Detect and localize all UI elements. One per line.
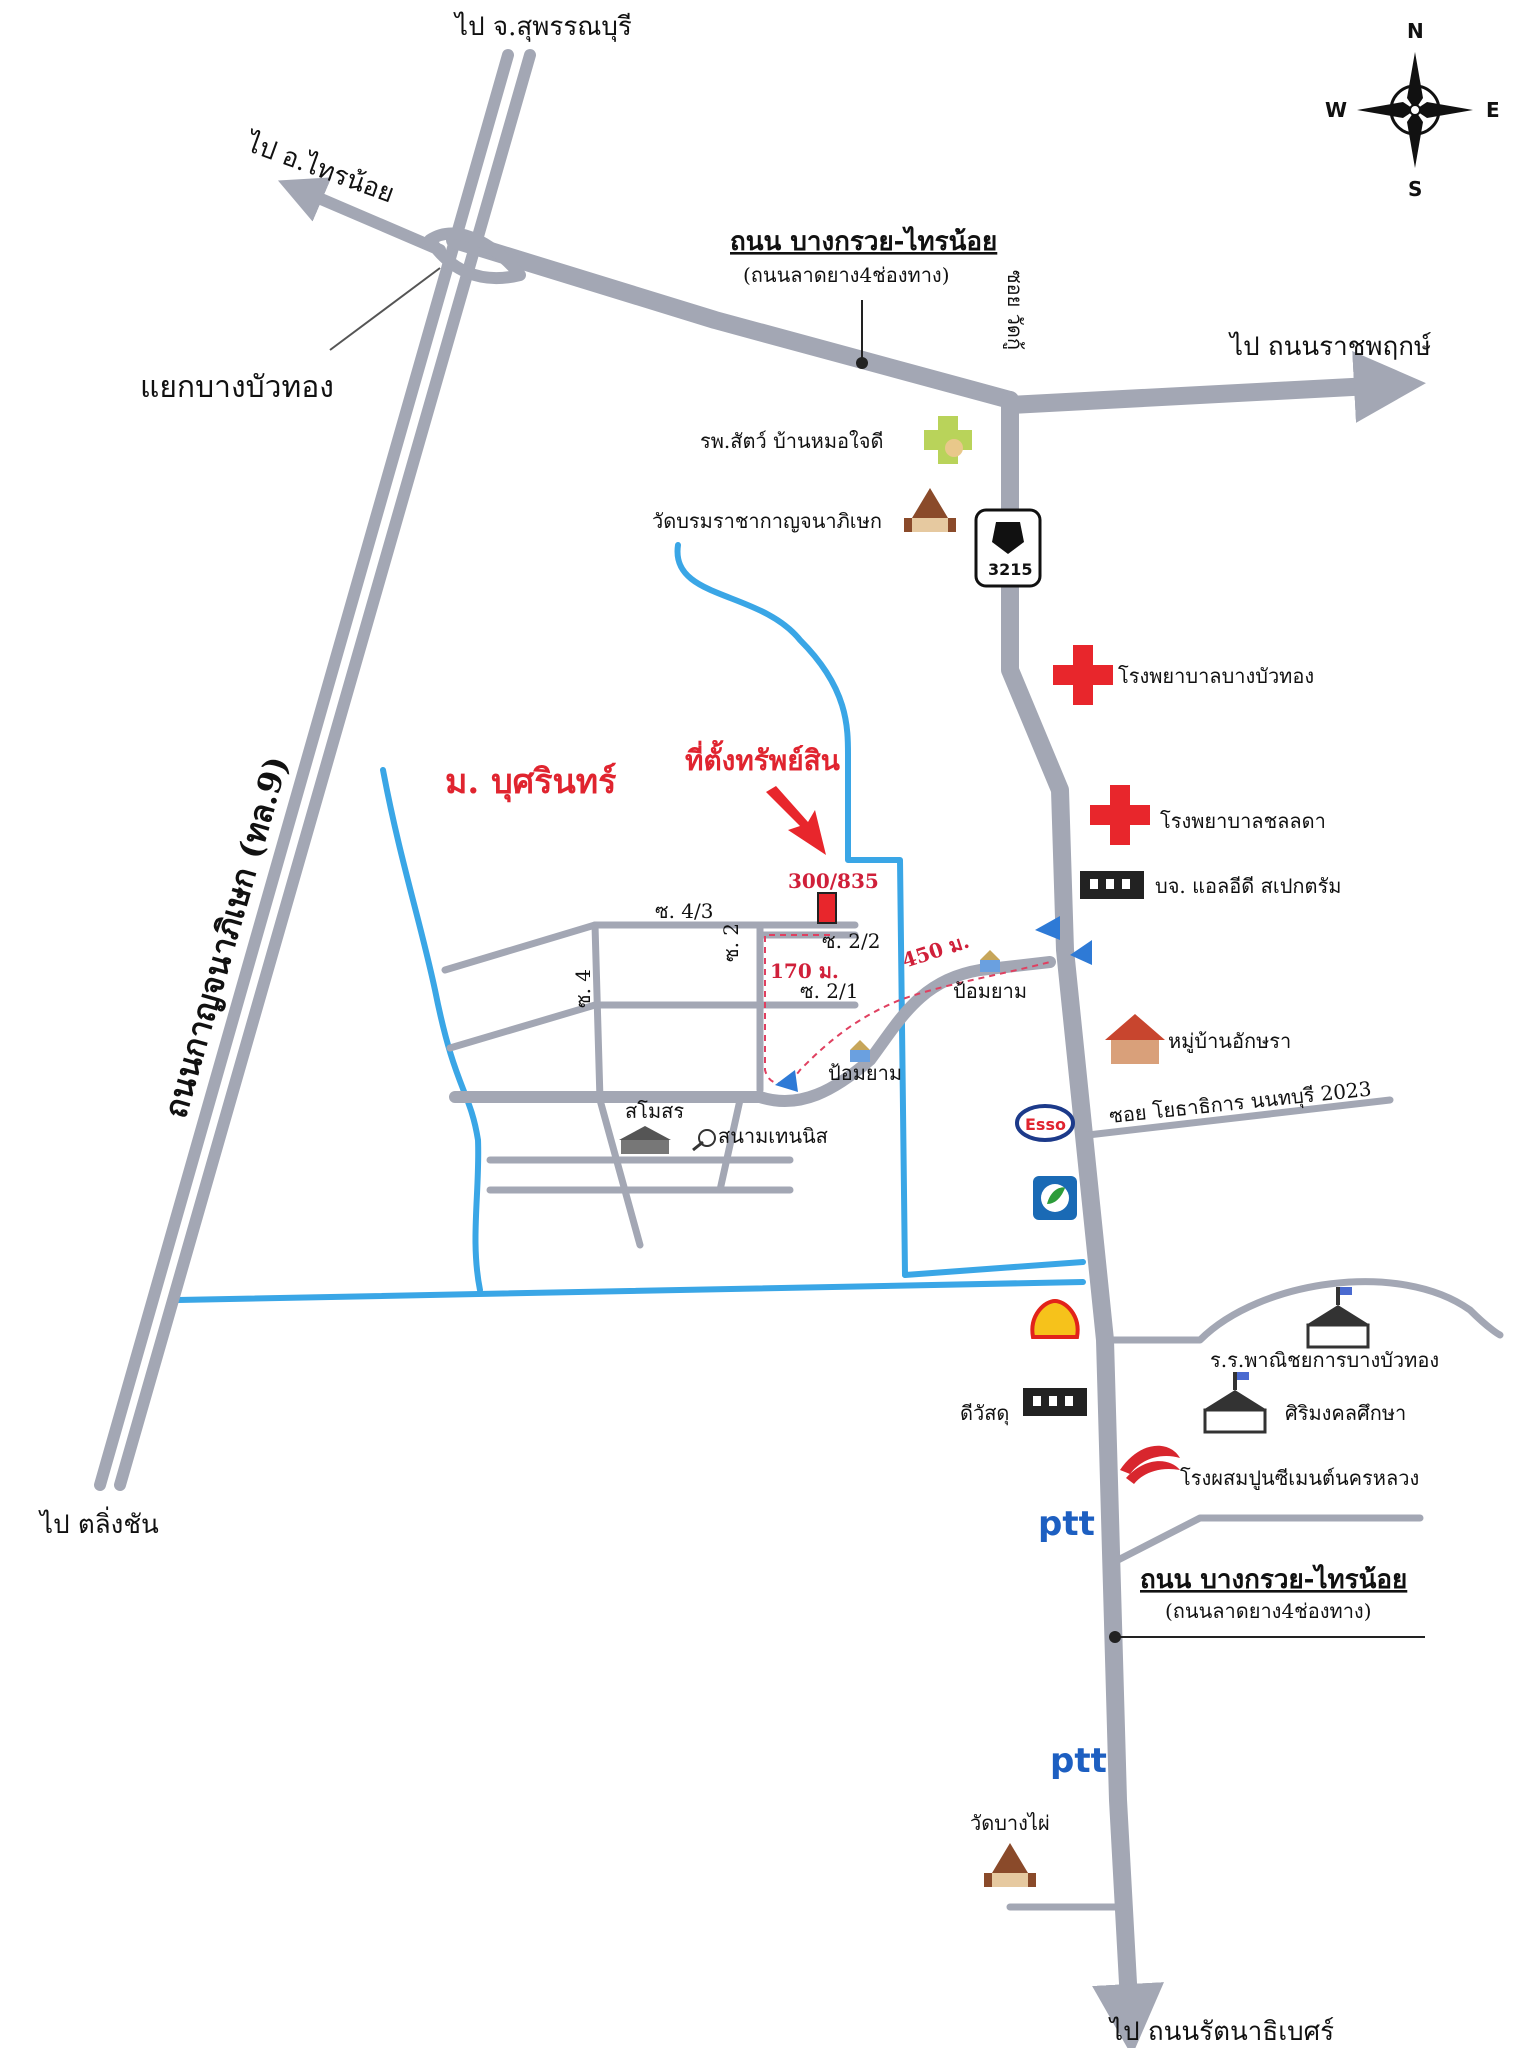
school-icon: [1306, 1287, 1370, 1349]
label-guard-post-1: ป้อมยาม: [953, 979, 1027, 1003]
label-soi-yothathikan: ซอย โยธาธิการ นนทบุรี 2023: [1108, 1077, 1373, 1129]
label-soi-4: ซ. 4: [571, 969, 595, 1008]
bangchak-logo-icon: [1033, 1176, 1077, 1220]
label-led-spectrum: บจ. แอลอีดี สเปกตรัม: [1155, 874, 1341, 898]
soi-4: [591, 921, 644, 1249]
cement-logo-icon: [1120, 1445, 1180, 1484]
junction-loop: [424, 227, 526, 285]
label-to-rattanathibet: ไป ถนนรัตนาธิเบศร์: [1108, 2016, 1334, 2047]
road-to-ratchaphruek: [1001, 350, 1426, 423]
canal-north: [674, 542, 908, 1278]
label-property-number: 300/835: [788, 869, 879, 893]
marker-1-icon: [1035, 916, 1060, 940]
junction-pointer: [329, 267, 441, 351]
compass-e: E: [1486, 98, 1500, 122]
compass-n: N: [1407, 19, 1424, 43]
property-marker: [817, 892, 837, 924]
canal-west: [380, 767, 483, 1293]
label-soi-4-3: ซ. 4/3: [655, 899, 713, 923]
esso-logo-icon: Esso: [1015, 1104, 1075, 1142]
label-road-bangkruai-sainoi-bottom: ถนน บางกรวย-ไทรน้อย: [1140, 1563, 1407, 1595]
label-animal-hospital: รพ.สัตว์ บ้านหมอใจดี: [700, 429, 884, 453]
school-icon: [1203, 1372, 1267, 1434]
kanchanaphisek-road-west: [94, 49, 514, 1491]
warehouse-icon: [1080, 871, 1144, 899]
label-sirimongkol-school: ศิริมงคลศึกษา: [1285, 1401, 1406, 1425]
canal-south-link: [902, 1259, 1086, 1278]
house-icon: [1105, 1014, 1165, 1064]
ptt-logo-icon: ptt: [1038, 1504, 1095, 1544]
route-3215-shield-icon: [974, 508, 1042, 588]
bangkruai-sainoi-road-top: [446, 231, 1019, 409]
property-marker-group: [766, 786, 837, 924]
label-guard-post-2: ป้อมยาม: [828, 1061, 902, 1085]
label-aksara-village: หมู่บ้านอักษรา: [1168, 1029, 1291, 1054]
soi-yothathikan: [1084, 1096, 1394, 1139]
main-village-road: [449, 956, 1056, 1107]
animal-hospital-icon: [924, 416, 972, 464]
label-soi-2-1: ซ. 2/1: [800, 979, 858, 1003]
soi-cement: [1114, 1514, 1424, 1564]
hospital-icon: [1090, 785, 1150, 845]
canal-main-horizontal: [175, 1279, 1086, 1303]
compass-icon: [1357, 52, 1473, 168]
temple-icon: [904, 488, 956, 532]
label-road-bangkruai-sainoi-top: ถนน บางกรวย-ไทรน้อย: [730, 225, 997, 257]
clubhouse-icon: [619, 1126, 671, 1154]
road-to-sainoi: [277, 177, 446, 256]
temple-icon: [984, 1843, 1036, 1887]
property-arrow-icon: [766, 786, 826, 855]
warehouse-icon: [1023, 1388, 1087, 1416]
esso-logo-text: Esso: [1025, 1115, 1066, 1134]
label-property-location: ที่ตั้งทรัพย์สิน: [685, 739, 840, 777]
soi-2-1: [446, 1001, 859, 1052]
hospital-icon: [1053, 645, 1113, 705]
label-cement-plant: โรงผสมปูนซีเมนต์นครหลวง: [1180, 1466, 1419, 1491]
main-roads: [94, 49, 1426, 2048]
label-to-taling-chan: ไป ตลิ่งชัน: [38, 1506, 159, 1540]
label-club-house: สโมสร: [625, 1099, 684, 1123]
label-road-bangkruai-sainoi-top-sub: (ถนนลาดยาง4ช่องทาง): [743, 263, 950, 287]
route-3215: [1001, 391, 1164, 2048]
label-bang-bua-thong-junction: แยกบางบัวทอง: [140, 370, 334, 405]
marker-3-icon: [775, 1070, 798, 1092]
shell-logo-icon: [1030, 1298, 1080, 1339]
label-commercial-school: ร.ร.พาณิชยการบางบัวทอง: [1210, 1348, 1439, 1372]
label-tennis-court: สนามเทนนิส: [718, 1124, 828, 1148]
rivers: [175, 542, 1086, 1303]
label-road-bangkruai-sainoi-bottom-sub: (ถนนลาดยาง4ช่องทาง): [1165, 1599, 1372, 1623]
guard-post-icon: [850, 1040, 870, 1062]
label-soi-wat-ku: ซอย วัดกู้: [1002, 270, 1027, 350]
label-soi-2-2: ซ. 2/2: [822, 929, 880, 953]
route-number: 3215: [988, 560, 1033, 579]
kanchanaphisek-road-east: [114, 49, 536, 1491]
road-to-school: [1096, 1278, 1504, 1344]
label-bang-bua-thong-hospital: โรงพยาบาลบางบัวทอง: [1118, 664, 1314, 688]
ptt-logo-icon: ptt: [1050, 1741, 1107, 1781]
road-dot-bottom: [1109, 1631, 1121, 1643]
compass-w: W: [1325, 98, 1347, 122]
label-dist-170: 170 ม.: [770, 959, 839, 983]
label-dist-450: 450 ม.: [899, 929, 972, 973]
label-to-suphanburi: ไป จ.สุพรรณบุรี: [453, 11, 632, 42]
marker-2-icon: [1070, 940, 1092, 965]
label-chonlada-hospital: โรงพยาบาลชลลดา: [1160, 809, 1326, 833]
label-wat-bang-phai: วัดบางไผ่: [970, 1811, 1050, 1835]
tennis-road: [716, 1096, 744, 1194]
label-soi-2: ซ. 2: [719, 923, 743, 962]
compass-s: S: [1408, 177, 1422, 201]
label-village-name: ม. บุศรินทร์: [445, 762, 617, 803]
label-wat-borom: วัดบรมราชากาญจนาภิเษก: [652, 509, 882, 533]
tennis-icon: [692, 1129, 716, 1152]
label-d-wasadu: ดีวัสดุ: [960, 1401, 1009, 1426]
guard-post-icon: [980, 950, 1000, 972]
label-to-ratchaphruek: ไป ถนนราชพฤกษ์: [1228, 331, 1432, 362]
